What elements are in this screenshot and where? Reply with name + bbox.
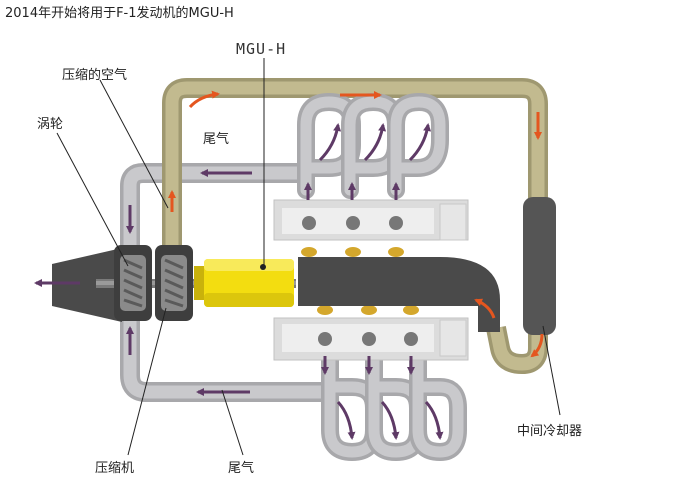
flow-arrow-icon	[363, 123, 387, 162]
leader-lines	[56, 58, 561, 456]
label-turbine: 涡轮	[37, 117, 64, 132]
engine-block	[273, 199, 469, 361]
page-title: 2014年开始将用于F-1发动机的MGU-H	[5, 6, 234, 21]
label-intercooler: 中间冷却器	[517, 424, 583, 439]
flow-arrow-icon	[474, 298, 496, 319]
flow-arrow-icon	[318, 123, 342, 162]
label-compressor: 压缩机	[95, 461, 135, 476]
flow-arrow-icon	[336, 400, 356, 440]
label-exhaust-top: 尾气	[203, 132, 230, 147]
flow-arrows-intake	[168, 90, 544, 358]
flow-arrow-icon	[530, 333, 544, 358]
compressor-housing	[155, 245, 193, 321]
exhaust-pipe-lower	[120, 312, 330, 402]
flow-arrow-icon	[380, 400, 400, 440]
exhaust-coils-top	[297, 92, 449, 199]
flow-arrow-icon	[408, 123, 432, 162]
flow-arrows-exhaust	[34, 123, 444, 440]
flow-arrow-icon	[424, 400, 444, 440]
label-exhaust-bottom: 尾气	[228, 461, 255, 476]
flow-arrow-icon	[188, 90, 220, 109]
exhaust-coils-bottom	[321, 346, 467, 462]
label-mgu-h: MGU-H	[236, 40, 287, 58]
intercooler	[523, 197, 556, 335]
turbine-housing	[114, 245, 152, 321]
exhaust-outlet	[52, 248, 122, 322]
label-compressed-air: 压缩的空气	[62, 68, 128, 83]
intake-manifold	[298, 257, 500, 332]
exhaust-pipe-upper	[120, 163, 300, 258]
mgu-h-unit	[194, 259, 294, 307]
